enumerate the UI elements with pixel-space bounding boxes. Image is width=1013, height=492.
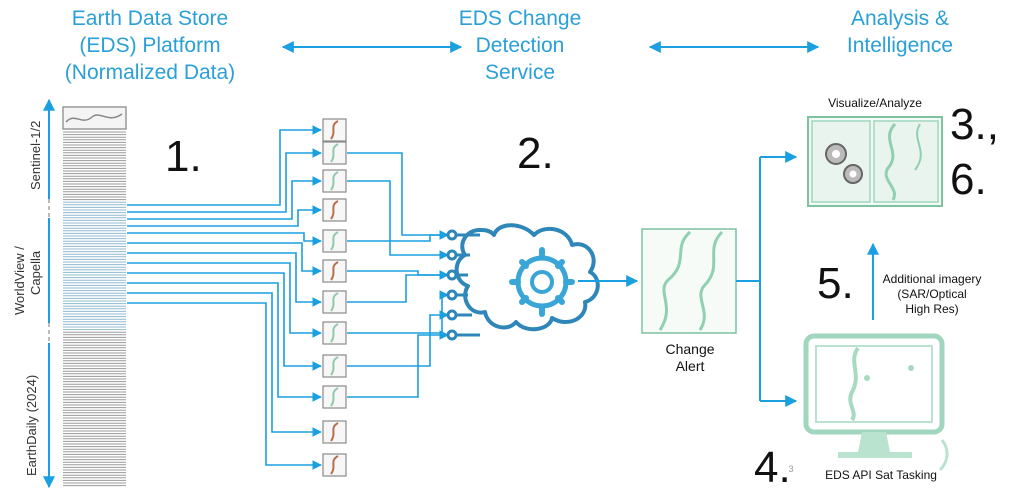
image-tile [322, 290, 347, 314]
service-header-line2: Detection [475, 34, 565, 57]
image-tile [322, 118, 347, 142]
sat-tasking-label: EDS API Sat Tasking [825, 468, 937, 482]
source-label-earthdaily: EarthDaily (2024) [24, 374, 39, 476]
stack-to-tile-arrow [127, 242, 322, 276]
source-label-sentinel: Sentinel-1/2 [28, 120, 43, 190]
tile-to-ai-arrow [347, 330, 449, 398]
step-4-label: 4. [754, 443, 791, 492]
change-alert-line1: Change [665, 341, 715, 357]
service-header: EDS Change Detection Service [435, 5, 605, 86]
tile-to-ai-arrow [347, 152, 449, 240]
image-tiles [322, 118, 347, 477]
change-alert-line2: Alert [675, 358, 705, 374]
image-tile [322, 321, 347, 345]
stack-to-tile-arrow [127, 148, 322, 213]
step-6-label: 6. [950, 155, 987, 204]
image-tile [322, 169, 347, 193]
additional-imagery-line3: High Res) [905, 302, 959, 316]
step-5-label: 5. [817, 259, 854, 308]
stack-to-tile-arrow [127, 262, 322, 338]
change-alert-label: Change Alert [640, 341, 740, 375]
stack-to-tile-arrow [127, 205, 322, 227]
additional-imagery-line2: (SAR/Optical [897, 287, 967, 301]
stack-to-tile-arrow [127, 292, 322, 437]
platform-header-line2: (EDS) Platform [79, 34, 221, 57]
step-2-label: 2. [517, 129, 554, 178]
stack-to-tile-arrow [127, 176, 322, 220]
service-header-line1: EDS Change [458, 7, 582, 30]
platform-header: Earth Data Store (EDS) Platform (Normali… [40, 5, 260, 86]
platform-header-line1: Earth Data Store [71, 7, 229, 30]
slide-number: 3 [788, 464, 794, 474]
image-tile [322, 354, 347, 378]
tile-to-ai-arrow [347, 290, 449, 334]
tile-to-ai-arrow [347, 230, 449, 242]
connector-arrows [127, 125, 449, 470]
source-label-worldview-line1: WorldView / [12, 246, 27, 315]
tile-to-ai-arrow [347, 310, 449, 367]
analysis-header-line2: Intelligence [846, 34, 954, 57]
image-tile [322, 141, 347, 165]
stack-to-tile-arrow [127, 272, 322, 371]
image-tile [322, 453, 347, 477]
image-tile [322, 229, 347, 253]
data-stack [63, 131, 126, 487]
tile-to-ai-arrow [347, 180, 449, 260]
data-stack-thumbnail [62, 106, 127, 130]
analysis-header: Analysis & Intelligence [820, 5, 980, 59]
stack-to-tile-arrow [127, 125, 322, 206]
service-header-line3: Service [484, 61, 556, 84]
change-alert-image [641, 228, 737, 334]
monitor-icon [803, 333, 949, 472]
image-tile [322, 259, 347, 283]
image-tile [322, 198, 347, 222]
visualize-analyze-image [807, 116, 943, 207]
stack-to-tile-arrow [127, 282, 322, 402]
platform-header-line3: (Normalized Data) [64, 61, 236, 84]
stack-to-tile-arrow [127, 302, 322, 470]
stack-to-tile-arrow [127, 252, 322, 307]
additional-imagery-label: Additional imagery (SAR/Optical High Res… [872, 272, 992, 317]
step-1-label: 1. [165, 132, 202, 181]
analysis-header-line1: Analysis & [850, 7, 950, 30]
visualize-analyze-label: Visualize/Analyze [828, 96, 922, 110]
tile-to-ai-arrow [347, 270, 449, 303]
image-tile [322, 420, 347, 444]
additional-imagery-line1: Additional imagery [882, 272, 982, 286]
source-label-worldview-line2: Capella [28, 250, 43, 295]
stack-to-tile-arrow [127, 232, 322, 246]
step-3-label: 3., [950, 100, 999, 149]
image-tile [322, 385, 347, 409]
ai-brain-gear-icon [446, 223, 600, 341]
